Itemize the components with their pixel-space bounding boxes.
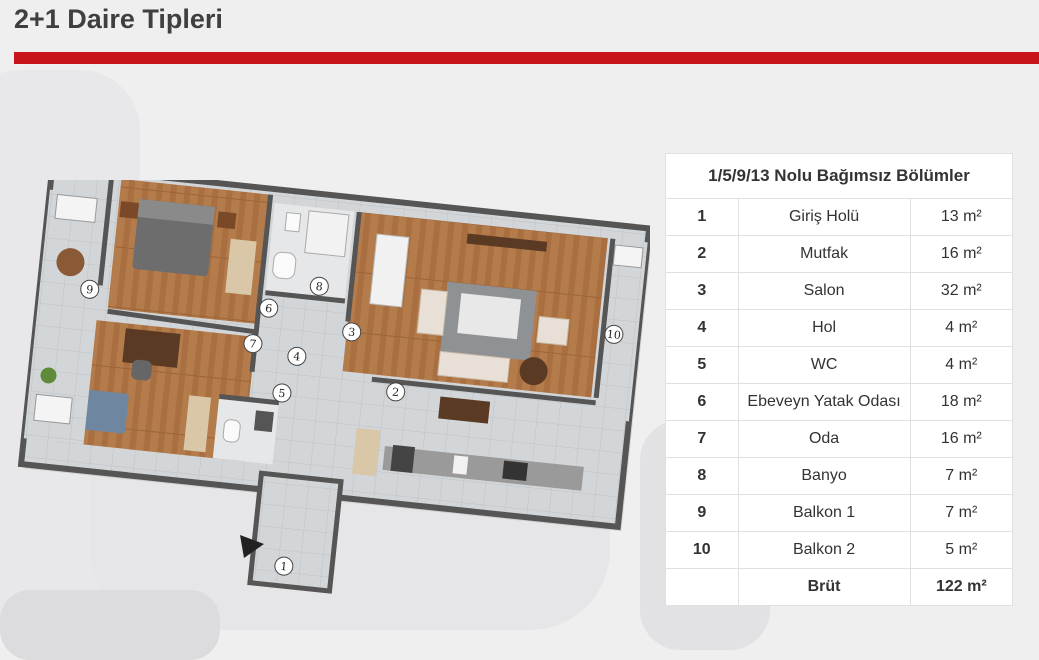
room-name: Balkon 2 — [737, 531, 911, 569]
room-marker-3: 3 — [342, 322, 362, 342]
total-label: Brüt — [737, 568, 911, 606]
svg-text:10: 10 — [606, 328, 621, 342]
room-marker-5: 5 — [272, 383, 292, 403]
room-number: 4 — [665, 309, 739, 347]
total-blank-cell — [665, 568, 739, 606]
room-name: Giriş Holü — [737, 198, 911, 236]
room-marker-9: 9 — [80, 279, 100, 299]
svg-text:2: 2 — [391, 386, 399, 400]
room-number: 6 — [665, 383, 739, 421]
room-number: 2 — [665, 235, 739, 273]
room-number: 3 — [665, 272, 739, 310]
room-area: 16 m² — [909, 235, 1014, 273]
room-name: Hol — [737, 309, 911, 347]
background-shape — [0, 590, 220, 660]
room-number: 7 — [665, 420, 739, 458]
room-area: 4 m² — [909, 309, 1014, 347]
room-name: Banyo — [737, 457, 911, 495]
room-area: 5 m² — [909, 531, 1014, 569]
room-name: WC — [737, 346, 911, 384]
room-name: Oda — [737, 420, 911, 458]
floor-plan: 1 2 3 4 5 6 7 8 9 10 — [17, 180, 650, 594]
room-name: Balkon 1 — [737, 494, 911, 532]
room-number: 9 — [665, 494, 739, 532]
room-marker-1: 1 — [274, 556, 294, 576]
svg-text:7: 7 — [249, 337, 257, 351]
svg-text:6: 6 — [265, 302, 273, 316]
room-number: 8 — [665, 457, 739, 495]
room-name: Salon — [737, 272, 911, 310]
room-marker-6: 6 — [259, 298, 279, 318]
room-name: Ebeveyn Yatak Odası — [737, 383, 911, 421]
room-area: 7 m² — [909, 457, 1014, 495]
room-area: 18 m² — [909, 383, 1014, 421]
room-marker-8: 8 — [309, 276, 329, 296]
svg-text:9: 9 — [86, 283, 94, 297]
room-area: 7 m² — [909, 494, 1014, 532]
page-title: 2+1 Daire Tipleri — [14, 4, 223, 34]
room-marker-2: 2 — [386, 382, 406, 402]
room-number: 5 — [665, 346, 739, 384]
room-number: 1 — [665, 198, 739, 236]
svg-text:4: 4 — [293, 350, 301, 364]
svg-text:5: 5 — [278, 387, 286, 401]
svg-text:8: 8 — [315, 280, 323, 294]
title-accent-bar — [14, 52, 1039, 64]
room-marker-4: 4 — [287, 346, 307, 366]
room-name: Mutfak — [737, 235, 911, 273]
svg-text:3: 3 — [347, 326, 355, 340]
room-marker-7: 7 — [243, 334, 263, 354]
room-number: 10 — [665, 531, 739, 569]
svg-text:1: 1 — [280, 560, 288, 574]
room-area: 4 m² — [909, 346, 1014, 384]
room-area: 32 m² — [909, 272, 1014, 310]
total-area: 122 m² — [909, 568, 1014, 606]
entrance-arrow-icon — [240, 535, 264, 558]
table-title: 1/5/9/13 Nolu Bağımsız Bölümler — [665, 153, 1013, 199]
room-area: 13 m² — [909, 198, 1014, 236]
room-marker-10: 10 — [604, 324, 624, 344]
room-area: 16 m² — [909, 420, 1014, 458]
